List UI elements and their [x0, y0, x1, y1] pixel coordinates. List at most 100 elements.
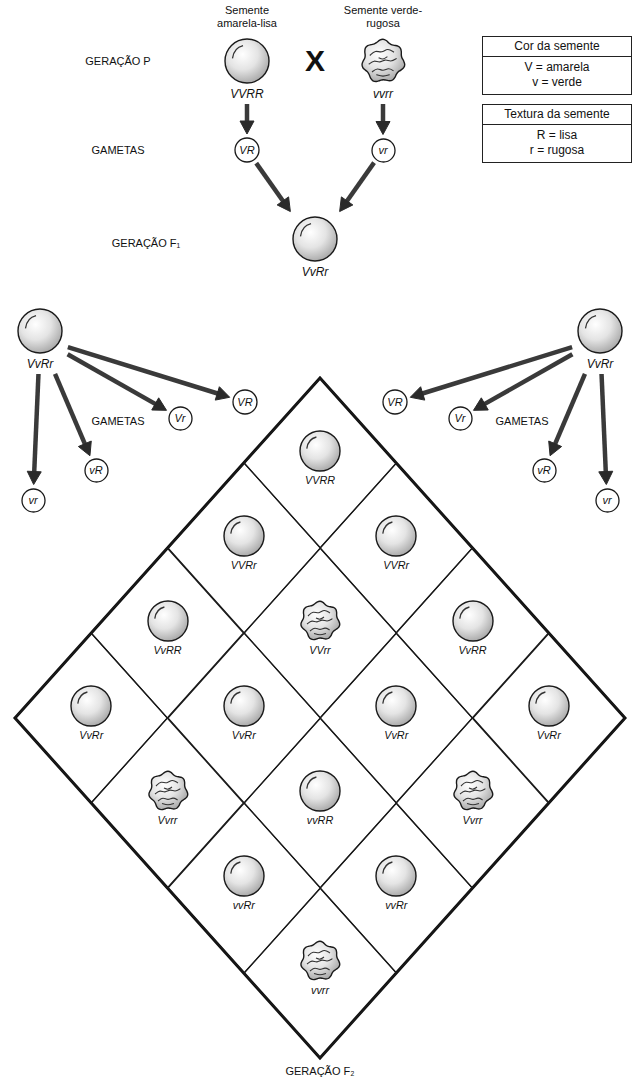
arrow-head	[599, 471, 613, 484]
arrow-head	[340, 197, 353, 212]
seed-caption: Semente amarela-lisa	[204, 4, 290, 30]
smooth-seed-figure	[373, 683, 419, 729]
punnett-cell: VVRr	[320, 463, 473, 633]
genotype-label: VvRr	[473, 728, 626, 742]
key-entry: R = lisa	[489, 128, 625, 143]
key-entry: v = verde	[489, 75, 625, 90]
arrow-shaft	[55, 374, 86, 446]
smooth-seed-figure	[526, 683, 572, 729]
smooth-seed-figure	[297, 428, 343, 474]
label-holder: GAMETAS	[496, 415, 549, 428]
arrow-head	[376, 122, 390, 135]
arrow-connector	[549, 374, 585, 456]
smooth-seed-figure	[221, 683, 267, 729]
gamete-label: VR	[232, 389, 258, 415]
punnett-cell: VVRR	[244, 378, 397, 548]
wrinkled-seed-figure	[297, 938, 343, 984]
arrow-head	[215, 387, 229, 400]
generation-label: GERAÇÃO P	[85, 55, 150, 68]
punnett-cell: VvRr	[168, 633, 321, 803]
punnett-cell: Vvrr	[91, 718, 244, 888]
genotype-label: VvRr	[320, 728, 473, 742]
label-holder: GAMETAS	[92, 144, 145, 157]
arrow-connector	[599, 374, 613, 485]
key-box: Cor da semente V = amarelav = verde	[482, 36, 632, 95]
punnett-cell: vvRr	[168, 803, 321, 973]
label-holder: GERAÇÃO P	[85, 55, 150, 68]
label-holder: GAMETAS	[92, 415, 145, 428]
seed-caption: Semente verde-rugosa	[340, 4, 426, 30]
genotype-label: Vvrr	[396, 813, 549, 827]
gamete-circle: Vr	[448, 406, 473, 431]
key-box: Textura da sementeR = lisar = rugosa	[482, 104, 632, 163]
smooth-seed-figure	[575, 306, 625, 356]
label-holder: GERAÇÃO F₂	[285, 1065, 354, 1078]
arrow-connector	[68, 354, 167, 410]
gamete-label: VR	[382, 389, 408, 415]
punnett-diamond-outline	[15, 378, 625, 1058]
arrow-shaft	[602, 374, 606, 474]
key-entry: V = amarela	[489, 60, 625, 75]
arrow-shaft	[245, 104, 250, 123]
wrinkled-seed-figure	[358, 36, 408, 86]
arrow-shaft	[483, 354, 572, 405]
arrow-connector	[340, 163, 374, 212]
genotype-label: vvrr	[373, 87, 393, 101]
smooth-seed-figure	[222, 36, 272, 86]
punnett-cell: VvRR	[91, 548, 244, 718]
gamete-circle: VR	[382, 389, 408, 415]
punnett-cell: VVrr	[244, 548, 397, 718]
seed-figure: VvRr	[575, 306, 625, 371]
arrow-head	[27, 471, 41, 484]
seed-figure: VvRr	[15, 306, 65, 371]
smooth-seed-figure	[290, 214, 340, 264]
gamete-label: vR	[532, 458, 557, 483]
wrinkled-seed-figure	[450, 768, 496, 814]
gamete-circle: vr	[371, 138, 396, 163]
gamete-circle: Vr	[168, 406, 193, 431]
genotype-label: VVrr	[244, 643, 397, 657]
gamete-circle: VR	[232, 389, 258, 415]
genotype-label: VvRr	[15, 728, 168, 742]
gamete-label: VR	[234, 137, 260, 163]
arrow-connector	[410, 347, 572, 400]
arrow-connector	[240, 104, 254, 134]
arrow-connector	[55, 374, 91, 456]
seed-figure: Semente verde-rugosa vvrr	[340, 4, 426, 101]
smooth-seed-figure	[450, 598, 496, 644]
gamete-circle: vR	[532, 458, 557, 483]
smooth-seed-figure	[221, 853, 267, 899]
key-title: Textura da semente	[483, 105, 631, 125]
arrow-shaft	[68, 347, 219, 394]
gamete-circle: vr	[21, 488, 46, 513]
generation-label: GERAÇÃO F₂	[285, 1065, 354, 1078]
smooth-seed-figure	[145, 598, 191, 644]
genotype-label: vvRr	[168, 898, 321, 912]
gamete-label: vr	[21, 488, 46, 513]
arrow-head	[473, 398, 488, 411]
genotype-label: VVRR	[244, 473, 397, 487]
gamete-circle: VR	[234, 137, 260, 163]
genotype-label: VVRr	[168, 558, 321, 572]
key-title: Cor da semente	[483, 37, 631, 57]
gamete-circle: vR	[84, 458, 109, 483]
wrinkled-seed-figure	[145, 768, 191, 814]
punnett-cell: VvRR	[396, 548, 549, 718]
label-holder: X	[305, 43, 325, 79]
gamete-label: vR	[84, 458, 109, 483]
cross-symbol: X	[305, 43, 325, 79]
gametes-label: GAMETAS	[496, 415, 549, 428]
genotype-label: vvRR	[244, 813, 397, 827]
genotype-label: VVRR	[230, 87, 263, 101]
arrow-shaft	[381, 104, 386, 124]
arrow-connector	[256, 163, 290, 211]
arrow-connector	[68, 347, 230, 400]
generation-label: GERAÇÃO F₁	[112, 237, 181, 250]
arrow-connector	[376, 104, 390, 135]
punnett-cell: VvRr	[15, 633, 168, 803]
genotype-label: VvRR	[91, 643, 244, 657]
gametes-label: GAMETAS	[92, 415, 145, 428]
arrow-head	[152, 398, 167, 411]
gamete-circle: vr	[595, 488, 620, 513]
genotype-label: VvRr	[168, 728, 321, 742]
